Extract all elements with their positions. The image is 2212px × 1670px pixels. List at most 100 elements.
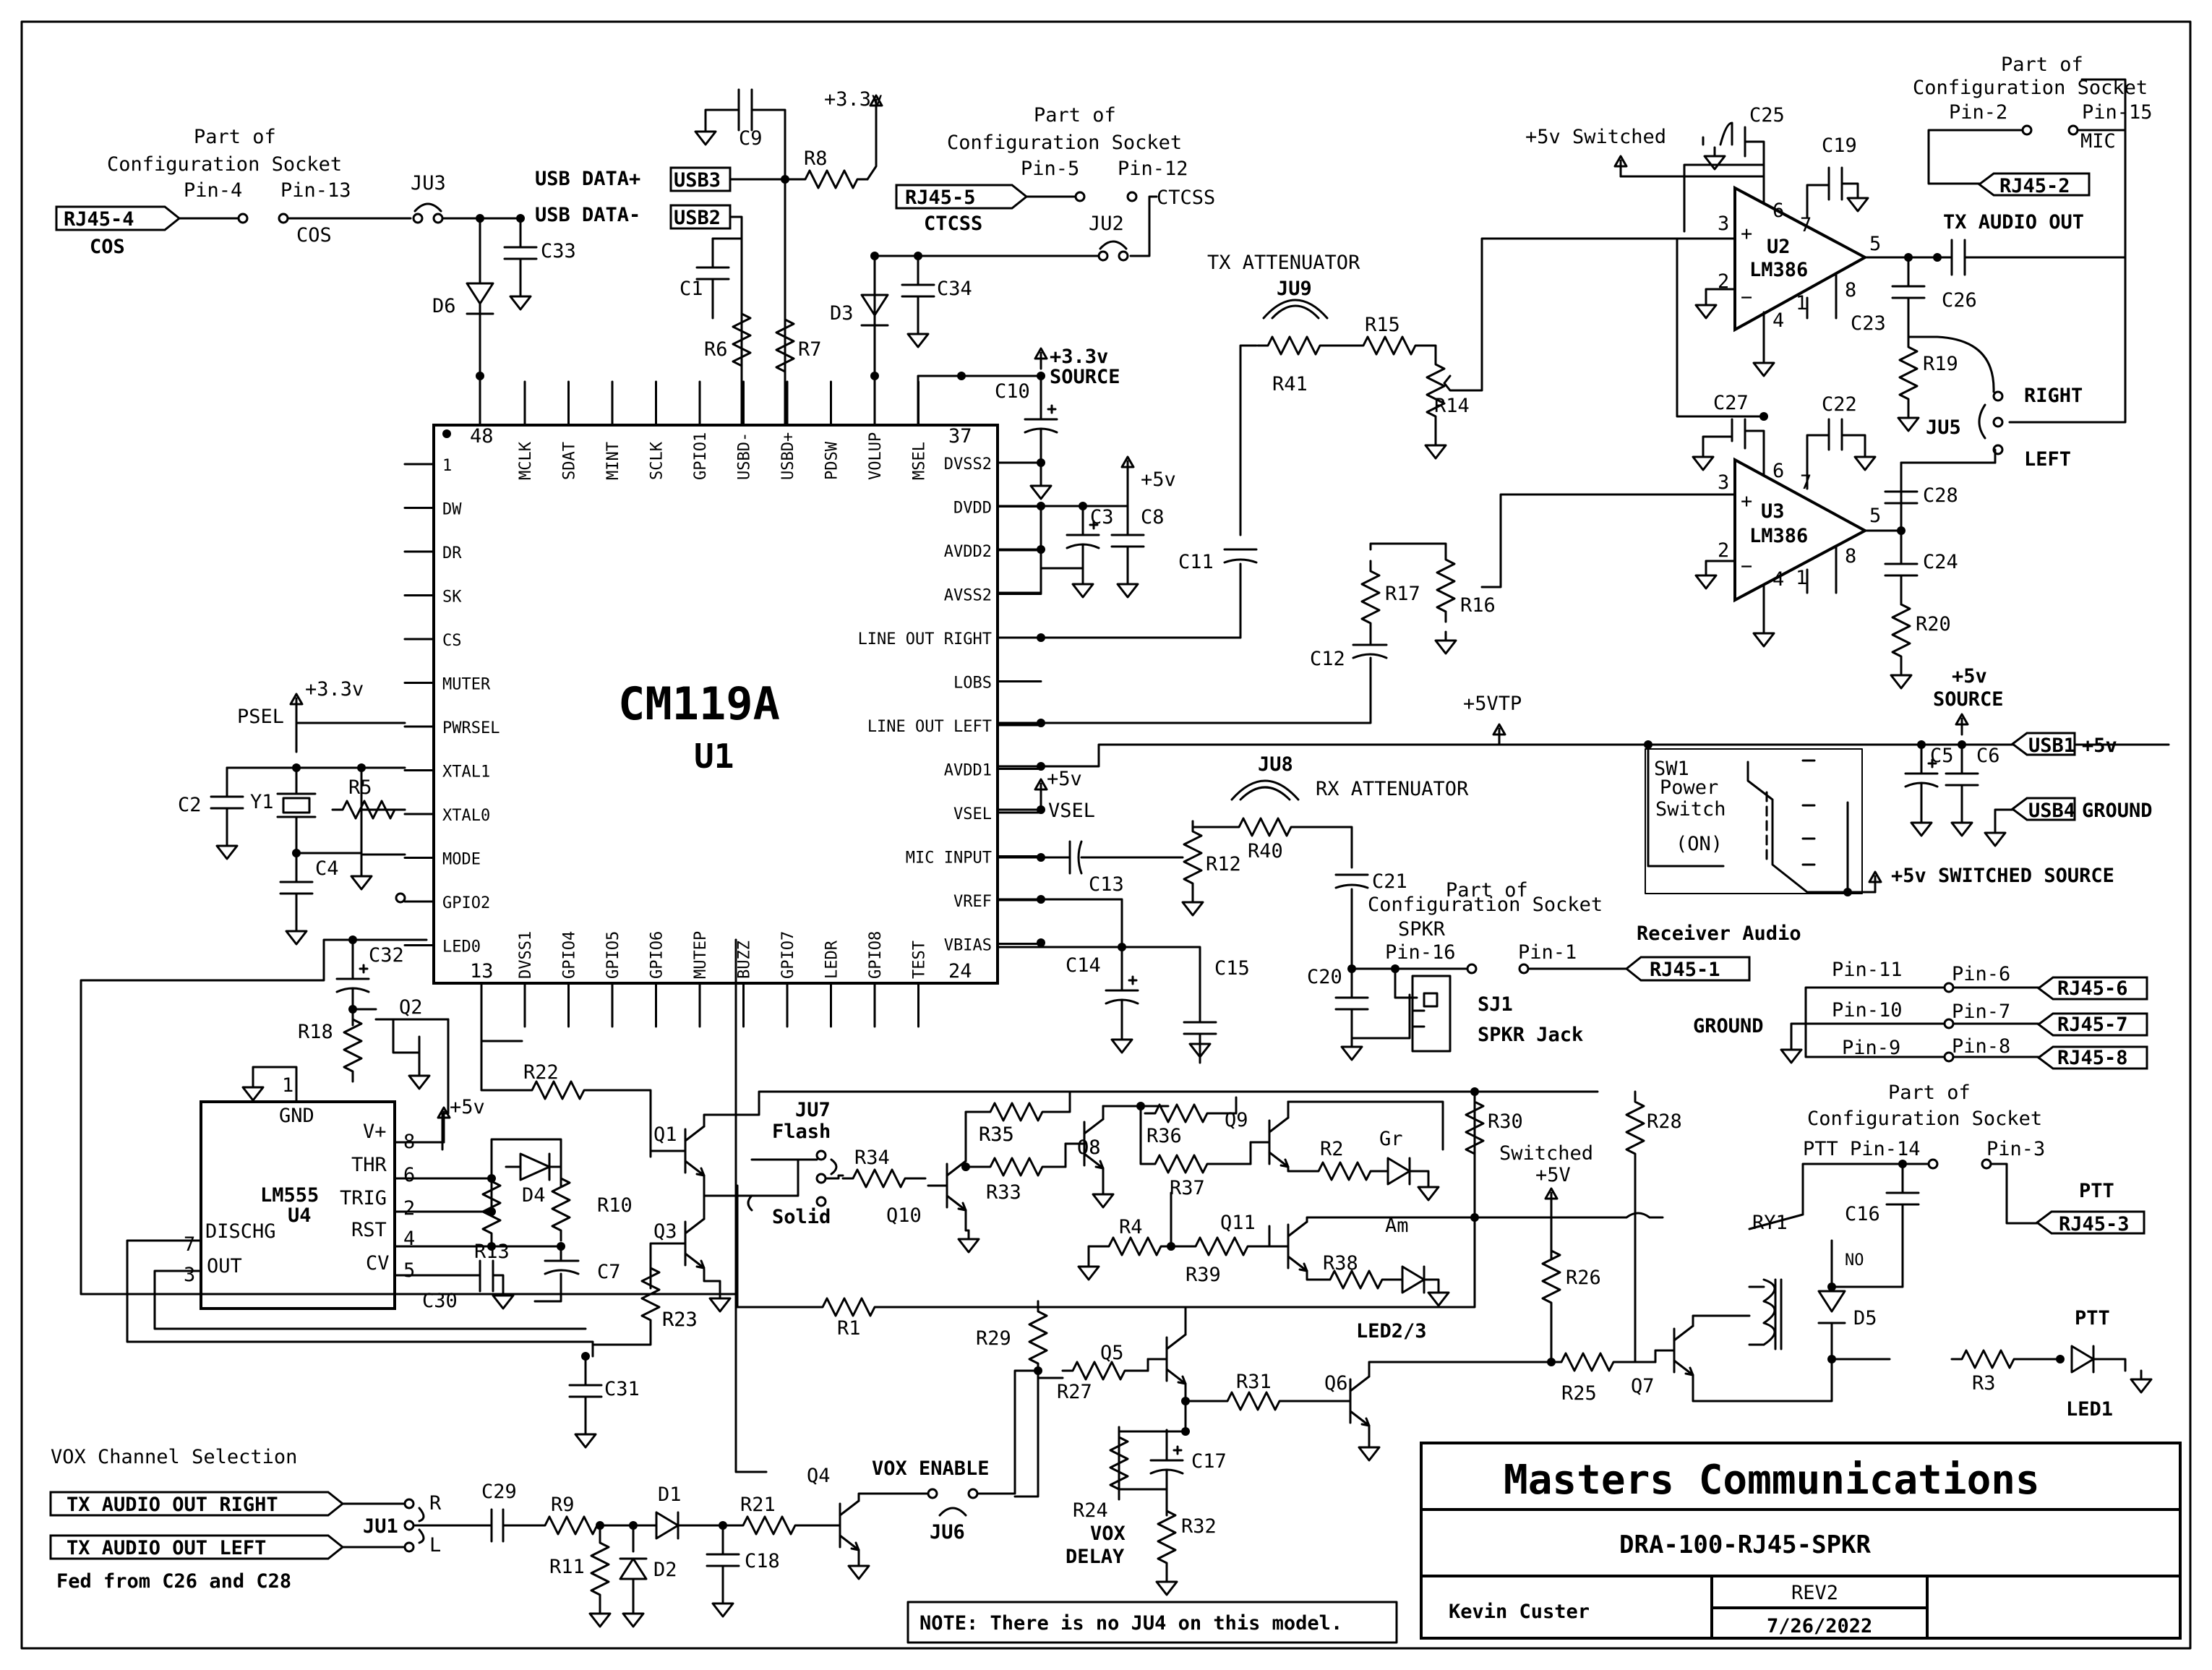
vsel-label: VSEL (1048, 800, 1095, 822)
refdes: C34 (937, 278, 972, 300)
refdes: R38 (1323, 1252, 1358, 1275)
title-drawing: DRA-100-RJ45-SPKR (1619, 1530, 1872, 1559)
refdes: Q7 (1631, 1375, 1655, 1397)
refdes: Q8 (1077, 1136, 1101, 1159)
refdes: C16 (1845, 1203, 1880, 1225)
pin-label: Pin-7 (1952, 1001, 2010, 1023)
u1-right-pin: LOBS (953, 675, 992, 693)
pin-number: 6 (1772, 200, 1784, 222)
pin-number: 3 (1718, 213, 1729, 235)
lm386-u2: U2 LM386 + − 3 2 6 4 7 1 8 5 C25 C19 C26… (1525, 78, 2127, 432)
refdes: Q2 (399, 996, 423, 1019)
pin-name: OUT (207, 1255, 242, 1277)
refdes: R39 (1186, 1264, 1221, 1286)
refdes: R20 (1916, 613, 1951, 635)
u1-left-pin: XTAL0 (442, 807, 490, 825)
usb2-tag: USB2 (674, 207, 721, 229)
refdes: R16 (1460, 594, 1496, 617)
v33-label: +3.3v (824, 88, 883, 111)
v5-label: +5v (1141, 468, 1176, 491)
ju5-label: JU5 (1926, 416, 1961, 439)
u1-bottom-pin: GPIO7 (779, 931, 797, 979)
mic-jumper: Part of Configuration Socket Pin-2 Pin-1… (1907, 53, 2153, 471)
pin-name: V+ (363, 1121, 387, 1143)
refdes: C26 (1942, 289, 1977, 312)
v5tp-label: +5VTP (1463, 693, 1522, 715)
refdes: C25 (1749, 104, 1785, 127)
config-socket-label: Configuration Socket (107, 153, 342, 176)
pin-label: Pin-6 (1952, 963, 2010, 985)
config-socket-label: Configuration Socket (947, 132, 1182, 154)
u1-bottom-pin: TEST (911, 941, 929, 979)
u1-left-pin: CS (442, 632, 462, 650)
title-author: Kevin Custer (1449, 1601, 1590, 1623)
rj45-4-tag: RJ45-4 (64, 208, 134, 231)
refdes: C7 (597, 1261, 621, 1283)
flash-label: Flash (772, 1121, 831, 1143)
note-box: NOTE: There is no JU4 on this model. (906, 1601, 1398, 1644)
refdes: R10 (597, 1194, 633, 1217)
u1-right-pin: MIC INPUT (906, 849, 992, 868)
refdes: C10 (995, 380, 1030, 403)
refdes: C22 (1822, 393, 1857, 416)
refdes: R9 (551, 1494, 575, 1516)
cm119a-part-label: CM119A (618, 677, 780, 730)
v5-source-label: +5v (1952, 665, 1987, 688)
config-socket-label: Configuration Socket (1368, 894, 1603, 916)
ju1-label: JU1 (363, 1515, 398, 1538)
u1-right-pin: AVDD2 (944, 543, 992, 561)
v5-555-label: +5v (450, 1096, 485, 1118)
lm386-u3: U3 LM386 + − 3 2 6 4 7 1 8 5 C28 C24 R20… (1480, 237, 1997, 690)
refdes: R24 (1073, 1499, 1108, 1522)
pin-number: 1 (1796, 292, 1807, 314)
refdes: C6 (1976, 745, 2000, 767)
pin-number: 7 (1800, 471, 1812, 494)
refdes: C14 (1066, 954, 1101, 977)
plus-sign: + (1741, 490, 1752, 513)
pin-label: Pin-15 (2082, 101, 2153, 124)
refdes: C19 (1822, 134, 1857, 157)
u3-part: LM386 (1749, 525, 1808, 547)
refdes: D4 (522, 1184, 546, 1207)
rx-attenuator-label: RX ATTENUATOR (1316, 778, 1469, 800)
right-label: RIGHT (2024, 385, 2083, 407)
refdes: C8 (1141, 506, 1165, 528)
mic-input-network: +5v VSEL C13 R12 R40 JU8 RX ATTENUATOR C… (996, 753, 1469, 1064)
pin-name: DISCHG (205, 1220, 276, 1243)
vox-input: VOX Channel Selection TX AUDIO OUT RIGHT… (49, 938, 1039, 1628)
refdes: C23 (1851, 312, 1886, 335)
psel-label: PSEL (237, 706, 284, 728)
v5-switched-label: +5v Switched (1525, 126, 1666, 148)
rj45-8-tag: RJ45-8 (2057, 1047, 2128, 1069)
title-revision: REV2 (1791, 1582, 1838, 1604)
part-of-label: Part of (1446, 879, 1528, 902)
refdes: C3 (1090, 506, 1114, 528)
pin-number: 4 (1772, 568, 1784, 591)
refdes: R25 (1561, 1382, 1597, 1405)
u1-top-pin: VOLUP (867, 432, 885, 480)
refdes: C15 (1214, 957, 1250, 980)
refdes: R22 (523, 1061, 559, 1084)
pin-number: 7 (1800, 214, 1812, 236)
u1-top-pin: MSEL (911, 442, 929, 480)
pin-number: 6 (403, 1164, 415, 1186)
u1-bottom-pin: DVSS1 (517, 931, 535, 979)
refdes: R27 (1057, 1381, 1092, 1403)
refdes: C9 (739, 127, 763, 150)
refdes: C24 (1923, 551, 1958, 573)
pin-number: 1 (282, 1074, 293, 1097)
config-socket-label: Configuration Socket (1807, 1108, 2042, 1130)
config-socket-label: Configuration Socket (1913, 77, 2148, 99)
refdes: R34 (854, 1147, 890, 1169)
u1-left-pin: XTAL1 (442, 763, 490, 782)
refdes: R15 (1365, 314, 1400, 336)
refdes: R12 (1206, 853, 1241, 875)
refdes: C33 (541, 240, 576, 262)
refdes: R8 (804, 147, 828, 170)
refdes: R37 (1170, 1177, 1205, 1199)
u1-top-pin: USBD- (736, 432, 754, 480)
l-label: L (429, 1534, 441, 1556)
u1-top-pin: USBD+ (779, 432, 797, 480)
refdes: C21 (1372, 870, 1407, 893)
